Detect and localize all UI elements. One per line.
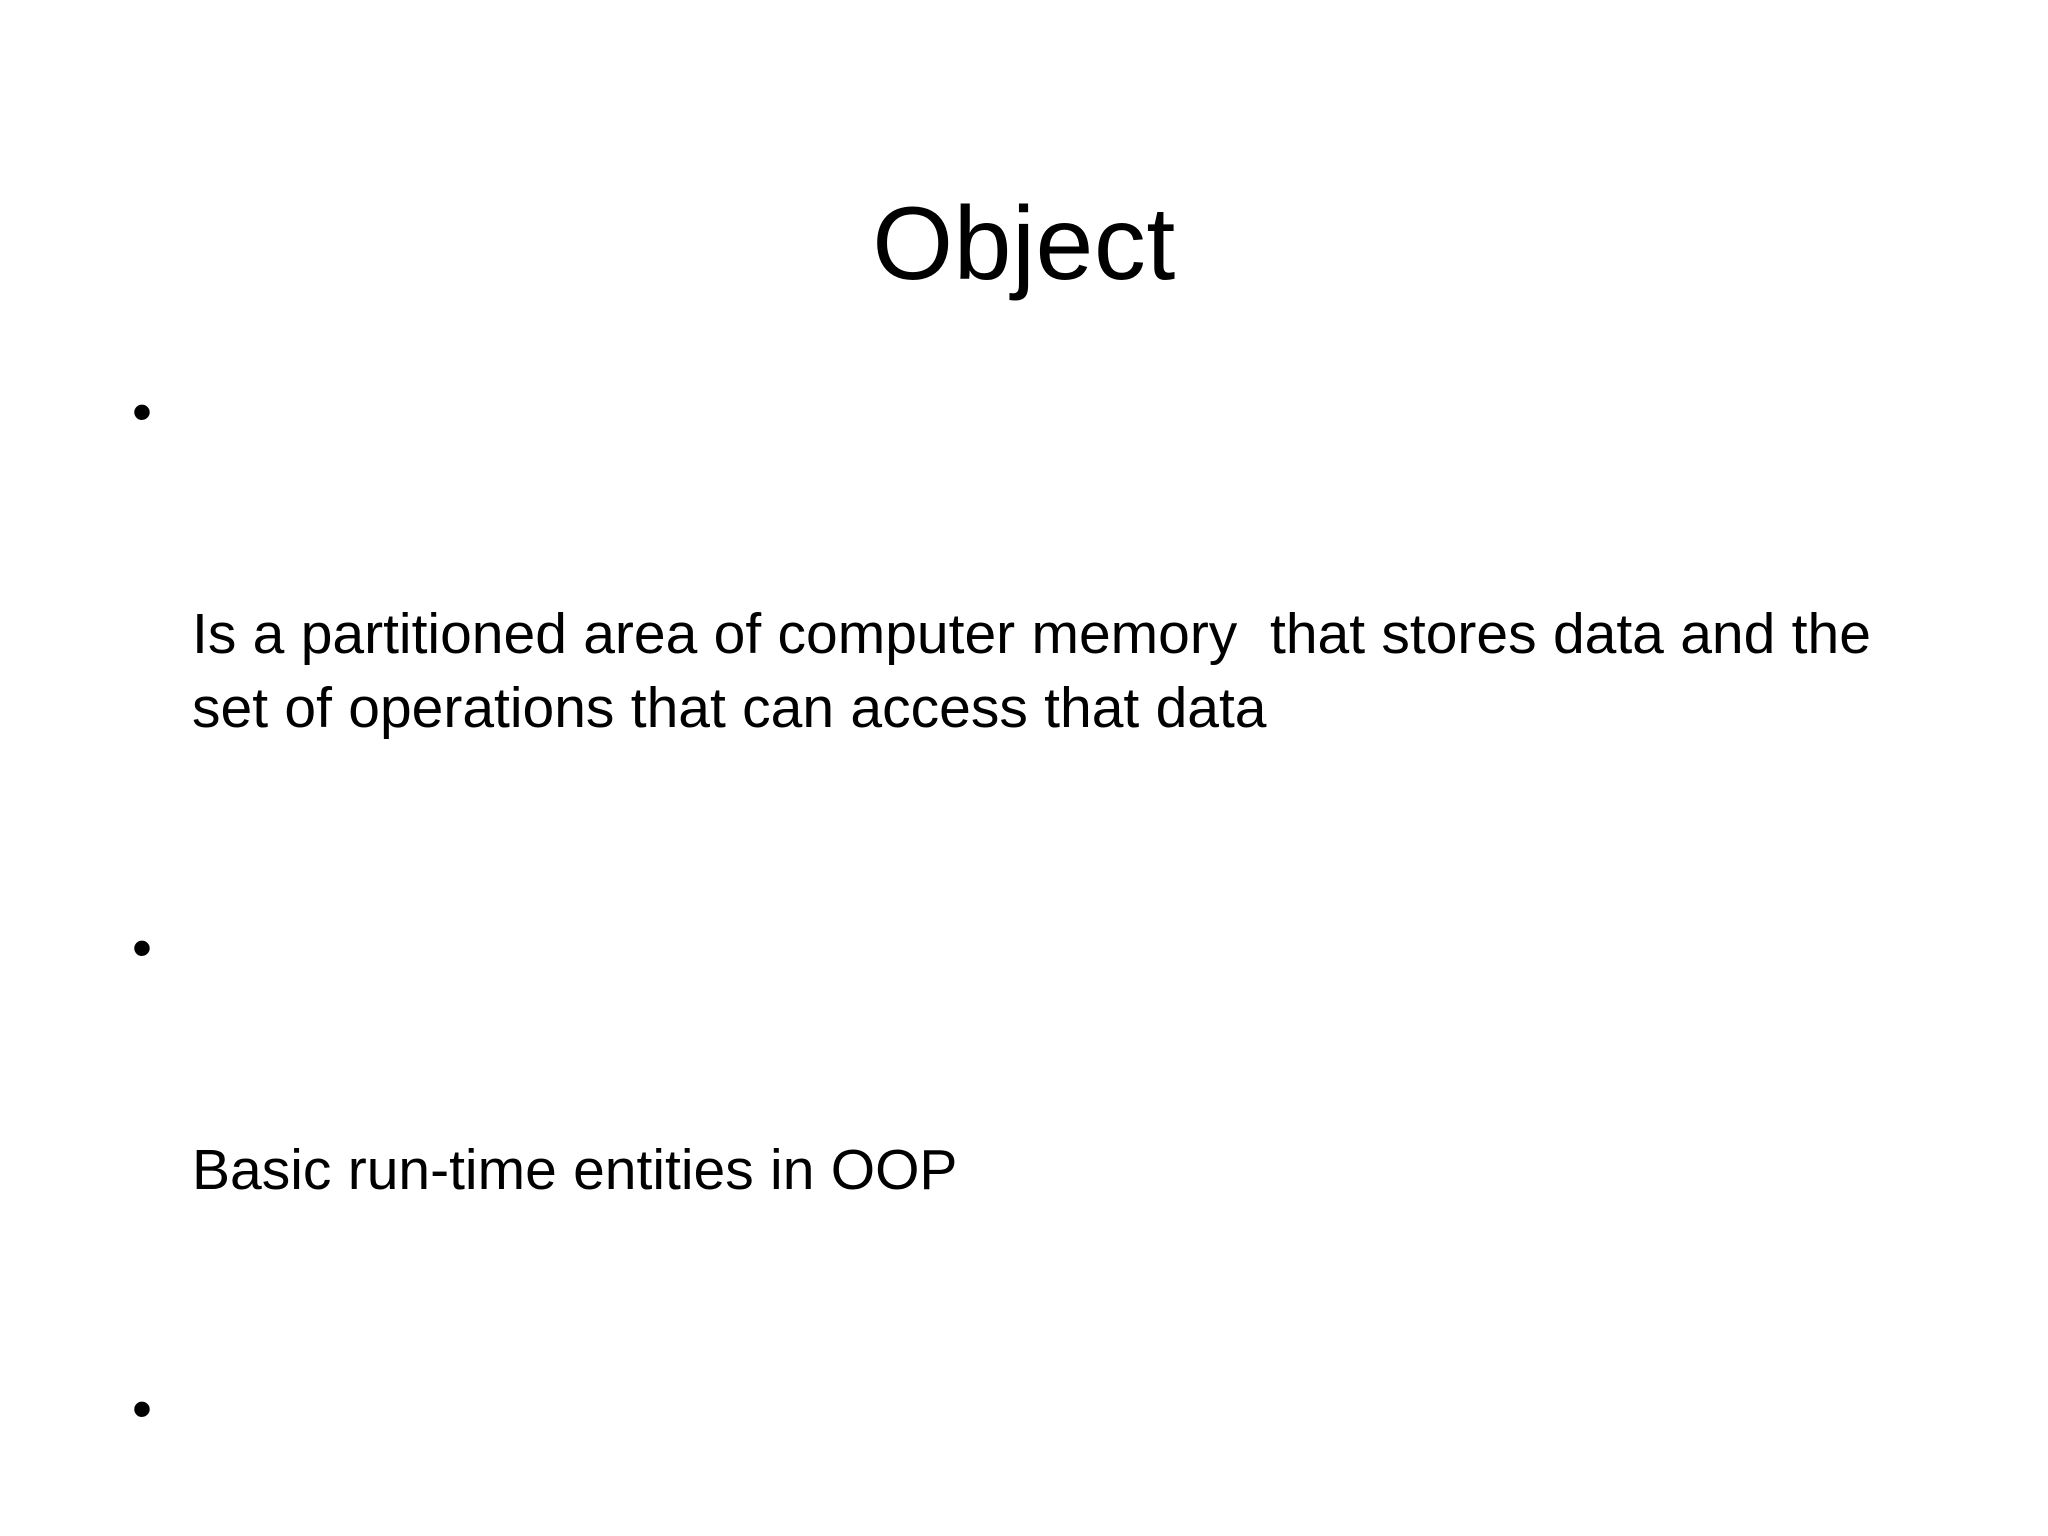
page-title: Object [872,185,1176,302]
bullet-point-icon: • [132,1377,152,1442]
list-item-text: Basic run-time entities in OOP [192,1137,958,1202]
list-item: • Represent real-world entities like a p… [120,1372,1940,1536]
bullet-point-icon: • [132,915,152,980]
bullet-point-icon: • [132,380,152,444]
list-item: • Is a partitioned area of computer memo… [120,375,1940,894]
list-item-text: Is a partitioned area of computer memory… [192,602,1888,741]
list-item: • Basic run-time entities in OOP [120,911,1940,1356]
bullet-list: • Is a partitioned area of computer memo… [120,375,1940,1536]
